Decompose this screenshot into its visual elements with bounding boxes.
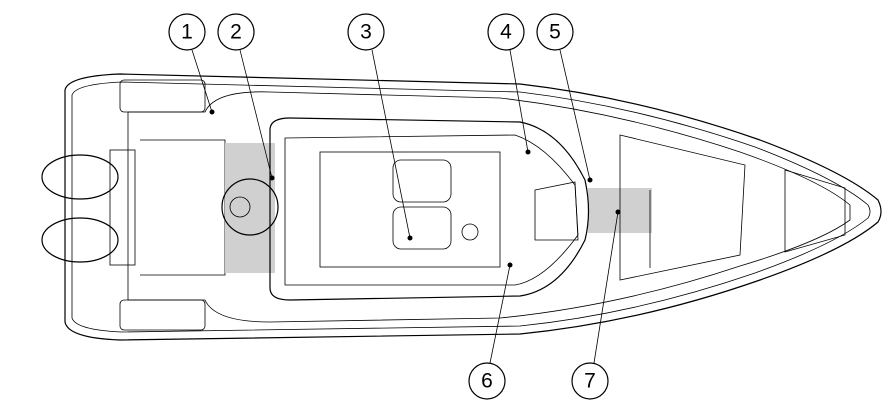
svg-text:4: 4 [500,21,512,44]
callout-6: 6 [468,362,506,400]
callout-4: 4 [487,13,525,51]
boat-hull [64,73,882,341]
svg-text:5: 5 [549,21,561,44]
svg-text:2: 2 [230,21,242,44]
callout-1: 1 [168,13,206,51]
callout-7: 7 [571,362,609,400]
console [221,117,590,301]
svg-text:3: 3 [360,21,372,44]
leader-lines [191,49,621,364]
bow-deck [619,134,846,281]
svg-text:7: 7 [584,370,596,393]
svg-text:1: 1 [181,21,193,44]
callout-2: 2 [217,13,255,51]
svg-text:6: 6 [481,370,493,393]
callout-5: 5 [536,13,574,51]
callout-3: 3 [347,13,385,51]
outboard-motors [41,149,136,266]
